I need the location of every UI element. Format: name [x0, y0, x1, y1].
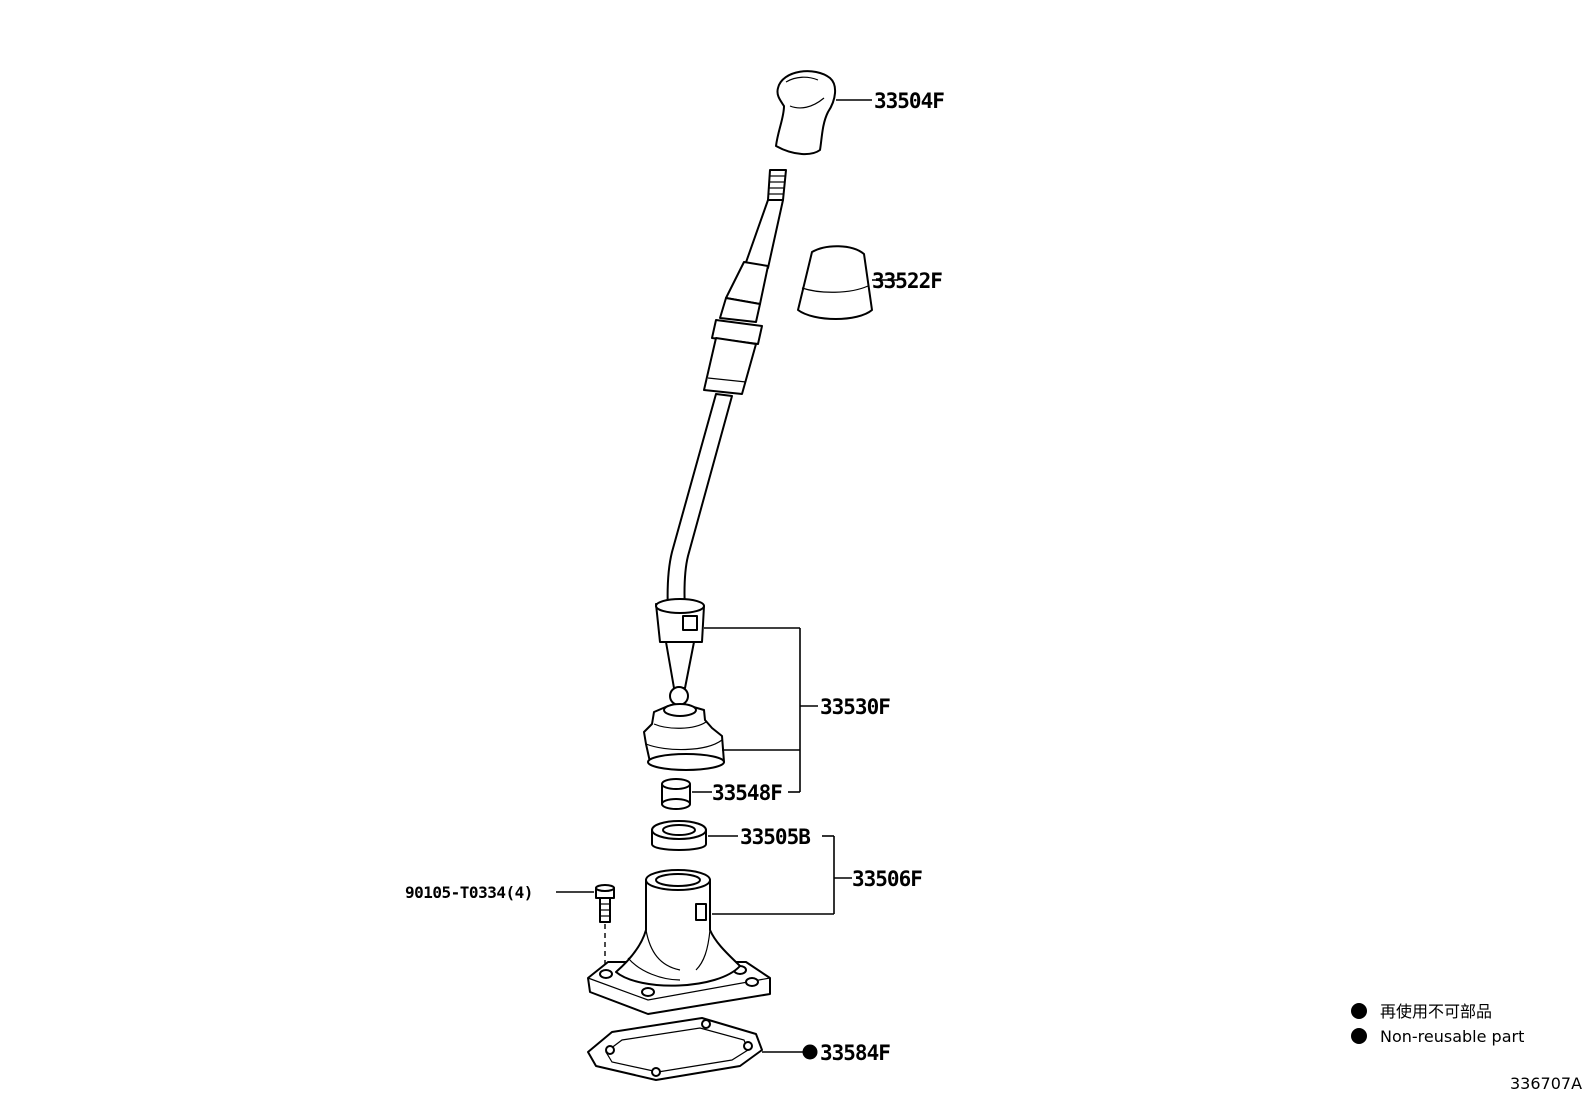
diagram-id: 336707A	[1510, 1074, 1582, 1093]
retainer-housing-drawing	[587, 869, 771, 1015]
legend-marker-icon	[1351, 1028, 1367, 1044]
bushing-drawing	[661, 778, 691, 810]
legend-japanese: 再使用不可部品	[1380, 1002, 1492, 1021]
label-33584F: 33584F	[820, 1041, 890, 1065]
label-33504F: 33504F	[874, 89, 944, 113]
label-33530F: 33530F	[820, 695, 890, 719]
label-33548F: 33548F	[712, 781, 782, 805]
label-33505B: 33505B	[740, 825, 810, 849]
legend-marker-icon	[1351, 1003, 1367, 1019]
shift-knob-drawing	[775, 70, 836, 156]
shift-lever-drawing	[655, 169, 787, 706]
shift-boot-drawing	[643, 703, 725, 771]
seal-drawing	[651, 820, 707, 851]
gasket-drawing	[587, 1017, 763, 1081]
legend-english: Non-reusable part	[1380, 1027, 1524, 1046]
label-33522F: 33522F	[872, 269, 942, 293]
non-reusable-marker-icon	[802, 1044, 818, 1060]
label-33506F: 33506F	[852, 867, 922, 891]
legend: 再使用不可部品 Non-reusable part	[1351, 1002, 1524, 1046]
label-90105-T0334: 90105-T0334(4)	[405, 883, 533, 902]
bolt-drawing	[595, 884, 615, 966]
knob-cover-drawing	[797, 245, 873, 320]
